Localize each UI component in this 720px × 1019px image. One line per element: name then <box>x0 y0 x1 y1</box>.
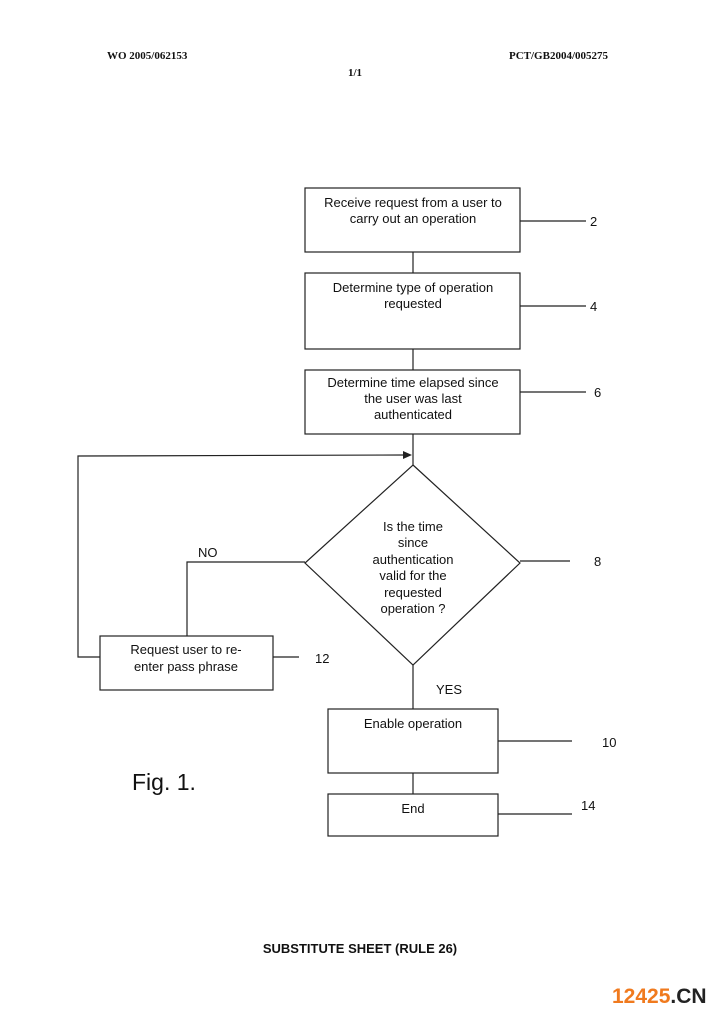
decision-line-4: valid for the <box>379 568 446 583</box>
application-number: PCT/GB2004/005275 <box>509 50 609 62</box>
loop-back-line <box>77 454 406 658</box>
decision-line-5: requested <box>384 585 442 600</box>
step-4-box <box>304 272 521 350</box>
watermark-domain: .CN <box>670 985 707 1008</box>
decision-8-diamond <box>304 464 521 666</box>
no-label: NO <box>198 545 218 560</box>
arrow-head-icon <box>403 451 412 459</box>
step-2-line-1: Receive request from a user to <box>324 195 502 210</box>
ref-10: 10 <box>602 735 616 750</box>
step-14-line-1: End <box>401 801 424 816</box>
yes-label: YES <box>436 682 462 697</box>
step-4-line-2: requested <box>384 296 442 311</box>
step-6-box <box>304 369 521 435</box>
ref-2: 2 <box>590 214 597 229</box>
step-2-box <box>304 187 521 253</box>
step-12-line-2: enter pass phrase <box>134 659 238 674</box>
step-6-line-3: authenticated <box>374 407 452 422</box>
ref-6: 6 <box>594 385 601 400</box>
watermark-number: 12425 <box>612 985 671 1008</box>
ref-8: 8 <box>594 554 601 569</box>
step-4-line-1: Determine type of operation <box>333 280 493 295</box>
publication-number: WO 2005/062153 <box>107 50 188 62</box>
step-14-box <box>327 793 499 837</box>
sheet-number: 1/1 <box>348 67 363 79</box>
ref-4: 4 <box>590 299 597 314</box>
step-10-line-1: Enable operation <box>364 716 462 731</box>
decision-line-1: Is the time <box>383 519 443 534</box>
step-6-line-1: Determine time elapsed since <box>327 375 498 390</box>
step-12-line-1: Request user to re- <box>130 642 241 657</box>
watermark: 12425.CN <box>612 985 707 1009</box>
ref-14: 14 <box>581 798 595 813</box>
decision-line-2: since <box>398 535 428 550</box>
ref-12: 12 <box>315 651 329 666</box>
footer-text: SUBSTITUTE SHEET (RULE 26) <box>262 941 458 956</box>
decision-line-3: authentication <box>373 552 454 567</box>
step-12-box <box>99 635 274 691</box>
figure-label: Fig. 1. <box>132 769 196 795</box>
no-branch-line <box>186 561 305 636</box>
step-6-line-2: the user was last <box>364 391 462 406</box>
step-10-box <box>327 708 499 774</box>
decision-line-6: operation ? <box>380 601 445 616</box>
step-2-line-2: carry out an operation <box>350 211 476 226</box>
